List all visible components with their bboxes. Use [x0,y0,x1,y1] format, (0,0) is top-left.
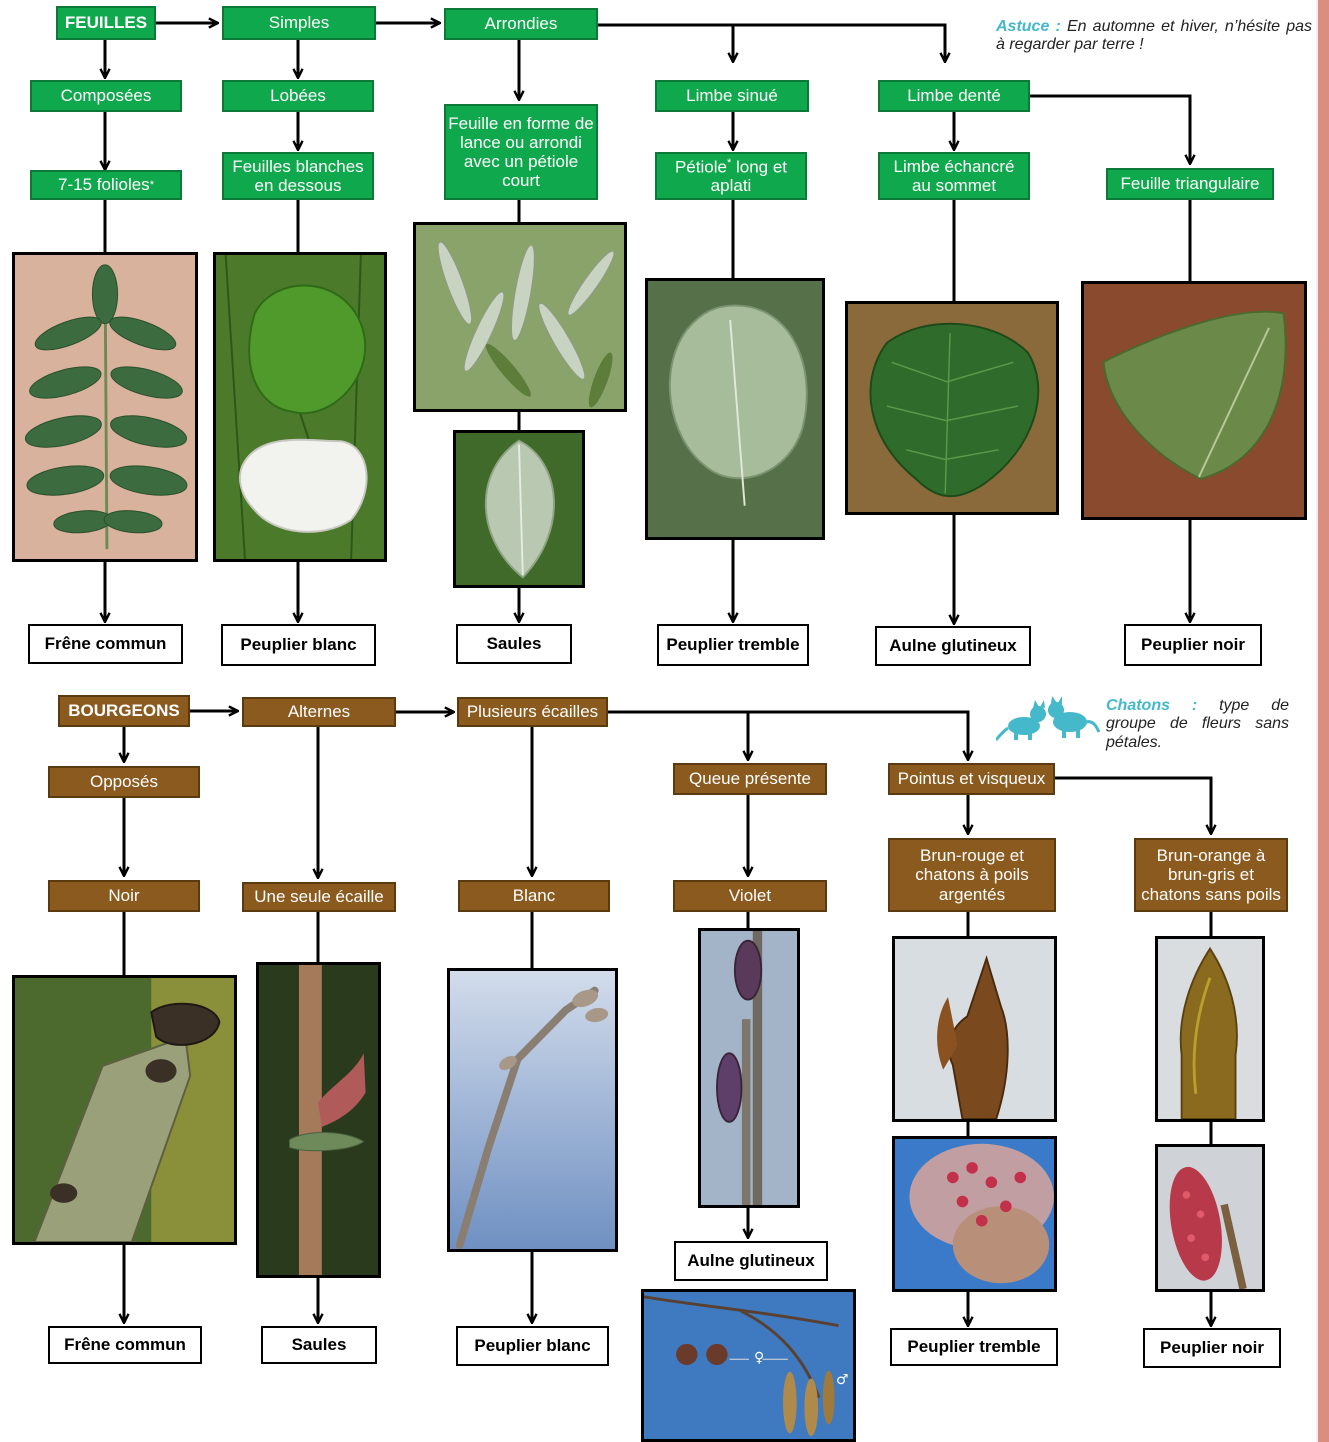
bud-result-tremble: Peuplier tremble [890,1328,1058,1366]
leaflets-asterisk: * [150,179,154,191]
white-poplar-bud-photo [447,968,618,1252]
female-symbol: ♀ [754,1350,764,1366]
petiole-word: Pétiole [675,157,727,176]
black-poplar-bud-photo [1155,936,1265,1122]
black-bud-node: Noir [48,880,200,912]
alder-catkins-photo: ♀ ♂ [641,1289,856,1442]
lobed-leaves-node: Lobées [222,80,374,112]
bud-result-peuplier-noir: Peuplier noir [1143,1328,1281,1368]
leaflets-label: 7-15 folioles [58,175,150,194]
side-accent-bar [1318,0,1329,1442]
opposite-buds-node: Opposés [48,766,200,798]
leaf-result-peuplier-noir: Peuplier noir [1124,624,1262,666]
white-poplar-leaf-photo [213,252,387,562]
leaflets-node: 7-15 folioles* [30,170,182,200]
buds-root-node: BOURGEONS [58,695,190,727]
triangular-leaf-node: Feuille triangulaire [1106,168,1274,200]
leaf-result-aulne: Aulne glutineux [875,626,1031,666]
compound-leaves-node: Composées [30,80,182,112]
catkins-keyword: Chatons : [1106,697,1197,714]
cats-icon [996,694,1100,742]
tip-keyword: Astuce : [996,18,1061,35]
red-brown-node: Brun-rouge et chatons à poils argentés [888,838,1056,912]
black-poplar-leaf-photo [1081,281,1307,520]
leaf-result-frene: Frêne commun [28,624,183,664]
ash-leaf-photo [12,252,198,562]
aspen-catkin-photo [892,1136,1057,1292]
notched-tip-node: Limbe échancré au sommet [878,152,1030,200]
ash-bud-photo [12,975,237,1245]
alder-leaf-photo [845,301,1059,515]
alternate-buds-node: Alternes [242,697,396,727]
male-symbol: ♂ [836,1372,849,1388]
flat-petiole-node: Pétiole* long et aplati [655,152,807,200]
leaf-result-saules: Saules [456,624,572,664]
willow-leaf-underside-photo [453,430,585,588]
petiole-text: Pétiole* long et aplati [659,157,803,196]
bud-result-peuplier-blanc: Peuplier blanc [456,1326,609,1366]
single-scale-node: Une seule écaille [242,882,396,912]
alder-bud-photo [698,928,800,1208]
white-underside-node: Feuilles blanches en dessous [222,152,374,200]
catkins-note: Chatons : type de groupe de fleurs sans … [1106,697,1289,752]
bud-result-frene: Frêne commun [48,1326,202,1364]
willow-leaves-photo [413,222,627,412]
white-bud-node: Blanc [458,880,610,912]
bud-result-aulne: Aulne glutineux [674,1241,828,1281]
aspen-leaf-photo [645,278,825,540]
bud-result-saules: Saules [261,1326,377,1364]
tip-note: Astuce : En automne et hiver, n’hésite p… [996,18,1312,55]
leaves-root-node: FEUILLES [56,6,156,40]
willow-bud-photo [256,962,381,1278]
orange-brown-node: Brun-orange à brun-gris et chatons sans … [1134,838,1288,912]
black-poplar-catkin-photo [1155,1144,1265,1292]
lance-shape-node: Feuille en forme de lance ou arrondi ave… [444,104,598,200]
rounded-leaves-node: Arrondies [444,8,598,40]
violet-bud-node: Violet [673,880,827,912]
sinuate-blade-node: Limbe sinué [655,80,809,112]
pointed-sticky-node: Pointus et visqueux [888,763,1055,795]
simple-leaves-node: Simples [222,6,376,40]
toothed-blade-node: Limbe denté [878,80,1030,112]
petiole-asterisk: * [727,157,731,169]
many-scales-node: Plusieurs écailles [457,697,608,727]
leaf-result-peuplier-blanc: Peuplier blanc [221,624,376,666]
tail-present-node: Queue présente [673,763,827,795]
leaf-result-tremble: Peuplier tremble [657,624,809,666]
aspen-bud-photo [892,936,1057,1122]
